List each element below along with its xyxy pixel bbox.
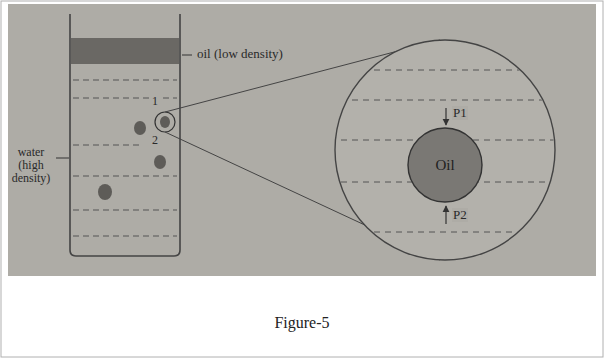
- callout-number: 2: [151, 134, 159, 147]
- pressure-label: P1: [452, 106, 468, 120]
- pressure-arrow: [445, 206, 446, 224]
- zoom-water-lines: [330, 70, 560, 232]
- oil-layer: [71, 38, 179, 64]
- oil-drops: [98, 116, 170, 200]
- pressure-arrow: [445, 108, 446, 125]
- drop-label: Oil: [435, 157, 454, 174]
- focus-circle: [155, 112, 175, 132]
- beaker: [70, 14, 180, 256]
- layer-label: water (high density): [8, 146, 54, 186]
- oil-drop: Oil: [407, 127, 483, 203]
- water-lines: [73, 80, 177, 236]
- figure-caption: Figure-5: [274, 314, 329, 332]
- leader-line: [56, 158, 69, 159]
- zoom-circle: [335, 40, 555, 260]
- paper-photo: [8, 4, 596, 276]
- leader-line: [182, 55, 192, 56]
- callout-number: 1: [151, 95, 159, 108]
- layer-label: oil (low density): [196, 47, 284, 61]
- pressure-label: P2: [452, 208, 468, 222]
